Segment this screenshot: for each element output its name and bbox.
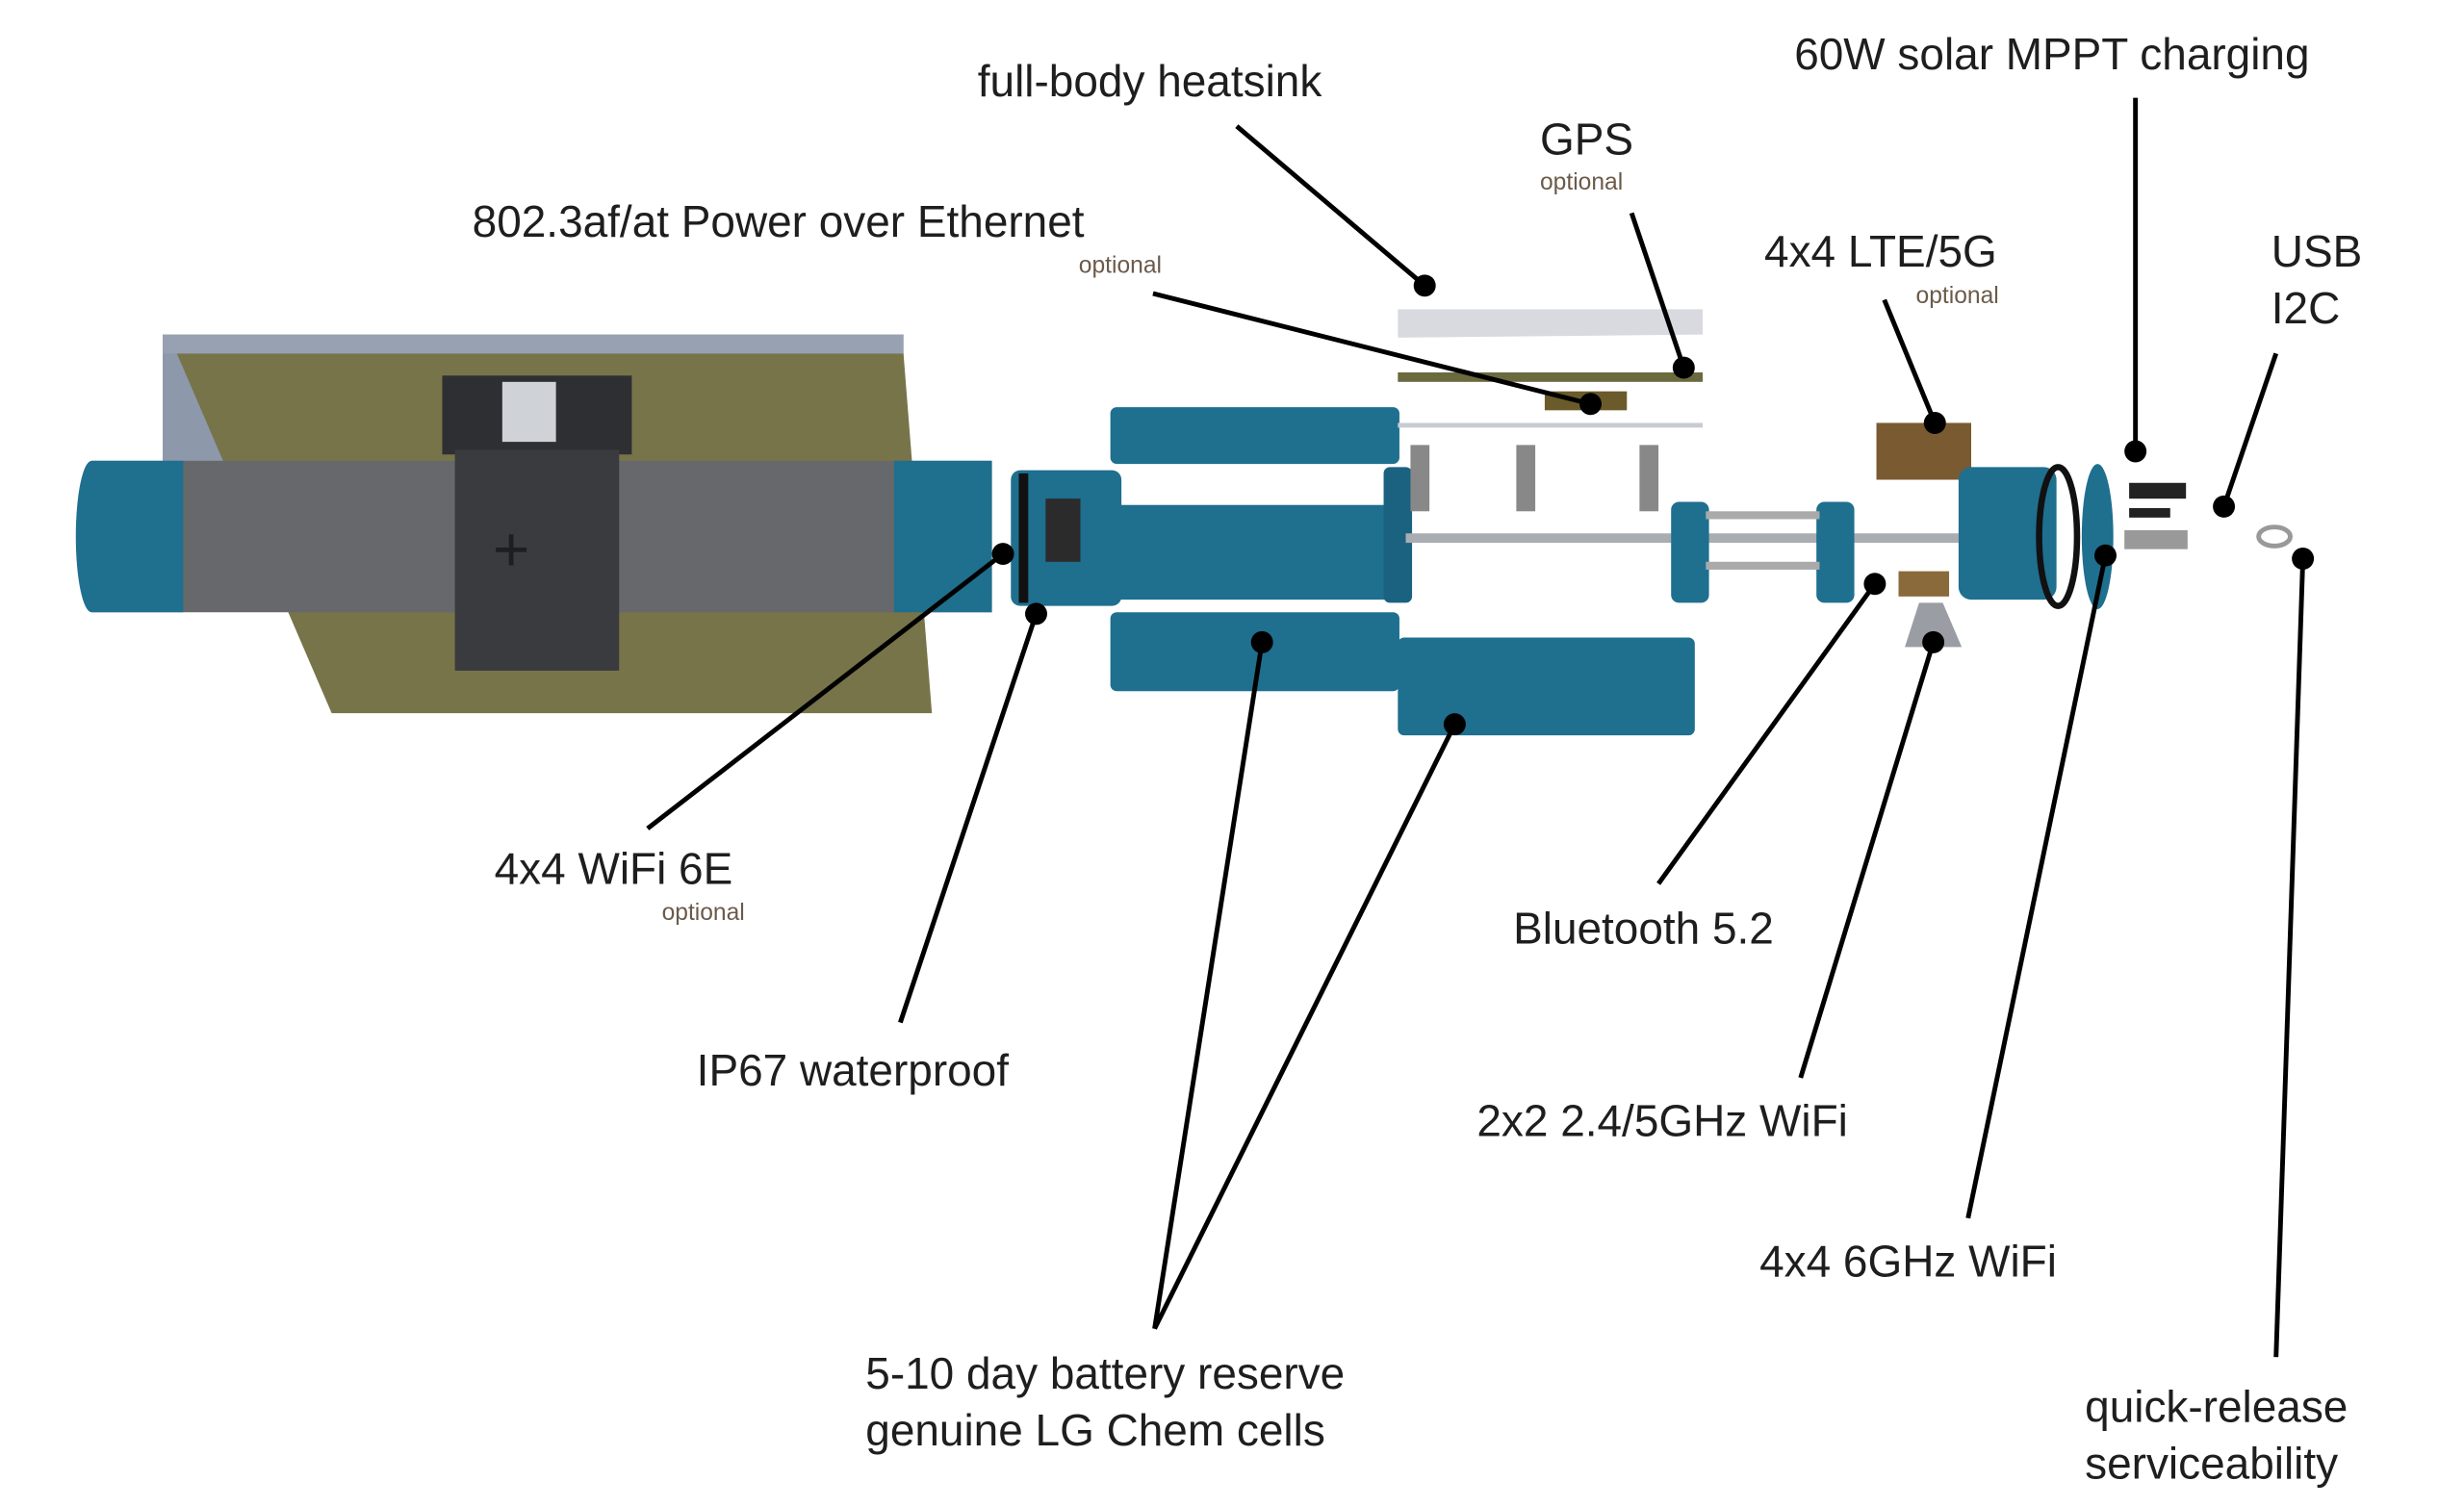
label-wifi6e-optional: optional [662,900,745,926]
label-lte: 4x4 LTE/5G [1764,226,1997,276]
bluetooth-chip [1898,571,1950,597]
label-wifi6e: 4x4 WiFi 6E [495,843,733,893]
rear-cap [1958,464,2114,609]
label-quick-line2: serviceability [2085,1438,2338,1488]
label-ip67: IP67 waterproof [697,1045,1010,1095]
rear-frame [1671,501,1855,603]
mount-bracket: + [442,375,632,671]
label-mppt: 60W solar MPPT charging [1794,29,2309,79]
label-bluetooth: Bluetooth 5.2 [1513,904,1774,954]
end-cap-seal [1011,470,1122,606]
wifi-antenna [1905,602,1963,648]
leader-lines [646,97,2315,1358]
battery-cells [1110,407,1695,736]
label-battery-line2: genuine LG Chem cells [865,1405,1325,1455]
label-wifi-2x2: 2x2 2.4/5GHz WiFi [1476,1096,1847,1146]
svg-text:+: + [493,515,529,585]
heatsink-and-boards [1398,309,1704,512]
label-gps: GPS [1540,115,1633,165]
label-i2c: I2C [2272,283,2340,333]
label-heatsink: full-body heatsink [978,56,1323,106]
lte-module [1876,422,1971,480]
label-poe-optional: optional [1079,253,1162,279]
label-lte-optional: optional [1916,283,1999,309]
label-quick-line1: quick-release [2085,1381,2348,1431]
connectors [2124,482,2293,549]
label-usb: USB [2272,226,2362,276]
label-wifi-6ghz: 4x4 6GHz WiFi [1759,1237,2057,1287]
label-poe: 802.3af/at Power over Ethernet [473,196,1085,246]
label-battery-line1: 5-10 day battery reserve [865,1348,1345,1398]
label-gps-optional: optional [1540,169,1623,195]
